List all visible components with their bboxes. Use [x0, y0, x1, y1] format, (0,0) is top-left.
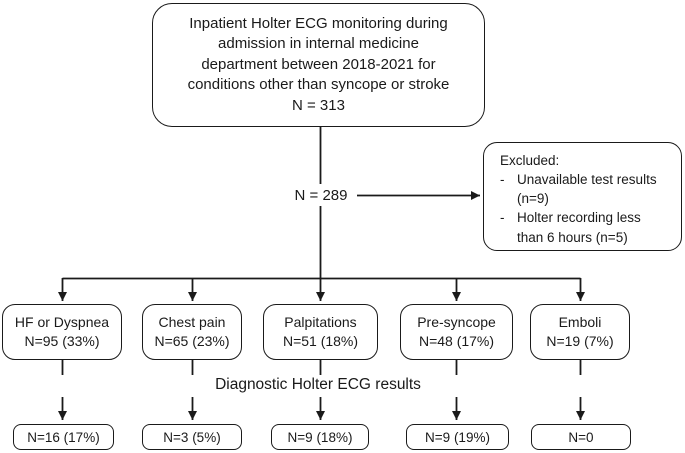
post-exclusion-count-label: N = 289	[287, 184, 355, 206]
excluded-title: Excluded:	[500, 153, 560, 168]
category-box-emboli: Emboli N=19 (7%)	[530, 304, 630, 360]
category-count: N=19 (7%)	[546, 333, 614, 349]
category-count: N=48 (17%)	[418, 333, 495, 349]
result-box-chest-pain: N=3 (5%)	[142, 424, 242, 450]
result-box-hf-dyspnea: N=16 (17%)	[13, 424, 114, 450]
result-box-pre-syncope: N=9 (19%)	[406, 424, 509, 450]
result-box-palpitations: N=9 (18%)	[271, 424, 369, 450]
category-box-hf-dyspnea: HF or Dyspnea N=95 (33%)	[2, 304, 122, 360]
results-section-label: Diagnostic Holter ECG results	[215, 376, 421, 393]
enrollment-box: Inpatient Holter ECG monitoring during a…	[152, 3, 485, 127]
excluded-item-text: Unavailable test results (n=9)	[517, 172, 657, 207]
category-label: HF or Dyspnea	[14, 314, 110, 331]
result-count: N=9 (18%)	[287, 429, 353, 445]
category-label: Emboli	[558, 314, 602, 331]
excluded-item-text: Holter recording less than 6 hours (n=5)	[517, 210, 641, 245]
category-box-chest-pain: Chest pain N=65 (23%)	[142, 304, 242, 360]
category-label: Chest pain	[158, 314, 226, 331]
category-count: N=65 (23%)	[154, 333, 230, 349]
category-count: N=95 (33%)	[24, 333, 100, 349]
excluded-item: - Holter recording less than 6 hours (n=…	[500, 208, 641, 246]
result-count: N=9 (19%)	[425, 429, 490, 445]
result-count: N=3 (5%)	[163, 429, 221, 445]
result-count: N=0	[568, 429, 594, 445]
enrollment-text: Inpatient Holter ECG monitoring during a…	[187, 15, 450, 114]
category-label: Palpitations	[284, 314, 357, 331]
bullet-dash: -	[500, 210, 505, 226]
result-count: N=16 (17%)	[27, 429, 100, 445]
category-box-pre-syncope: Pre-syncope N=48 (17%)	[400, 304, 513, 360]
excluded-box: Excluded: - Unavailable test results (n=…	[483, 142, 682, 251]
main-flow-arrows	[58, 127, 585, 301]
bullet-dash: -	[500, 172, 505, 188]
result-arrows	[58, 360, 585, 420]
excluded-item: - Unavailable test results (n=9)	[500, 170, 657, 208]
category-label: Pre-syncope	[417, 314, 496, 331]
result-box-emboli: N=0	[531, 424, 631, 450]
category-count: N=51 (18%)	[282, 333, 359, 349]
category-box-palpitations: Palpitations N=51 (18%)	[263, 304, 378, 360]
